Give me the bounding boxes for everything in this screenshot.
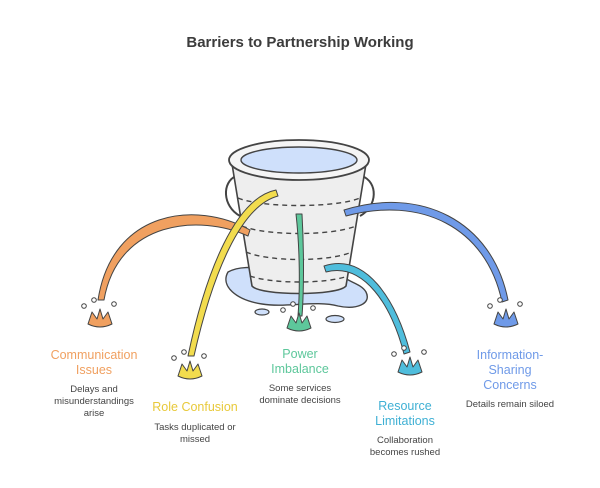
splash-icon	[81, 297, 117, 328]
splash-icon	[171, 349, 207, 380]
diagram-title: Barriers to Partnership Working	[186, 34, 414, 51]
splash-icon	[280, 301, 316, 332]
barrier-description: Details remain siloed	[465, 399, 555, 410]
splash-icon	[487, 297, 523, 328]
water-stream-3	[295, 213, 304, 317]
water-stream-5	[343, 202, 509, 303]
water-stream-2	[187, 189, 279, 357]
barrier-title: Role Confusion	[152, 400, 238, 414]
water-stream-4	[323, 263, 411, 355]
water-stream-1	[97, 214, 251, 301]
splash-icon	[391, 345, 427, 376]
